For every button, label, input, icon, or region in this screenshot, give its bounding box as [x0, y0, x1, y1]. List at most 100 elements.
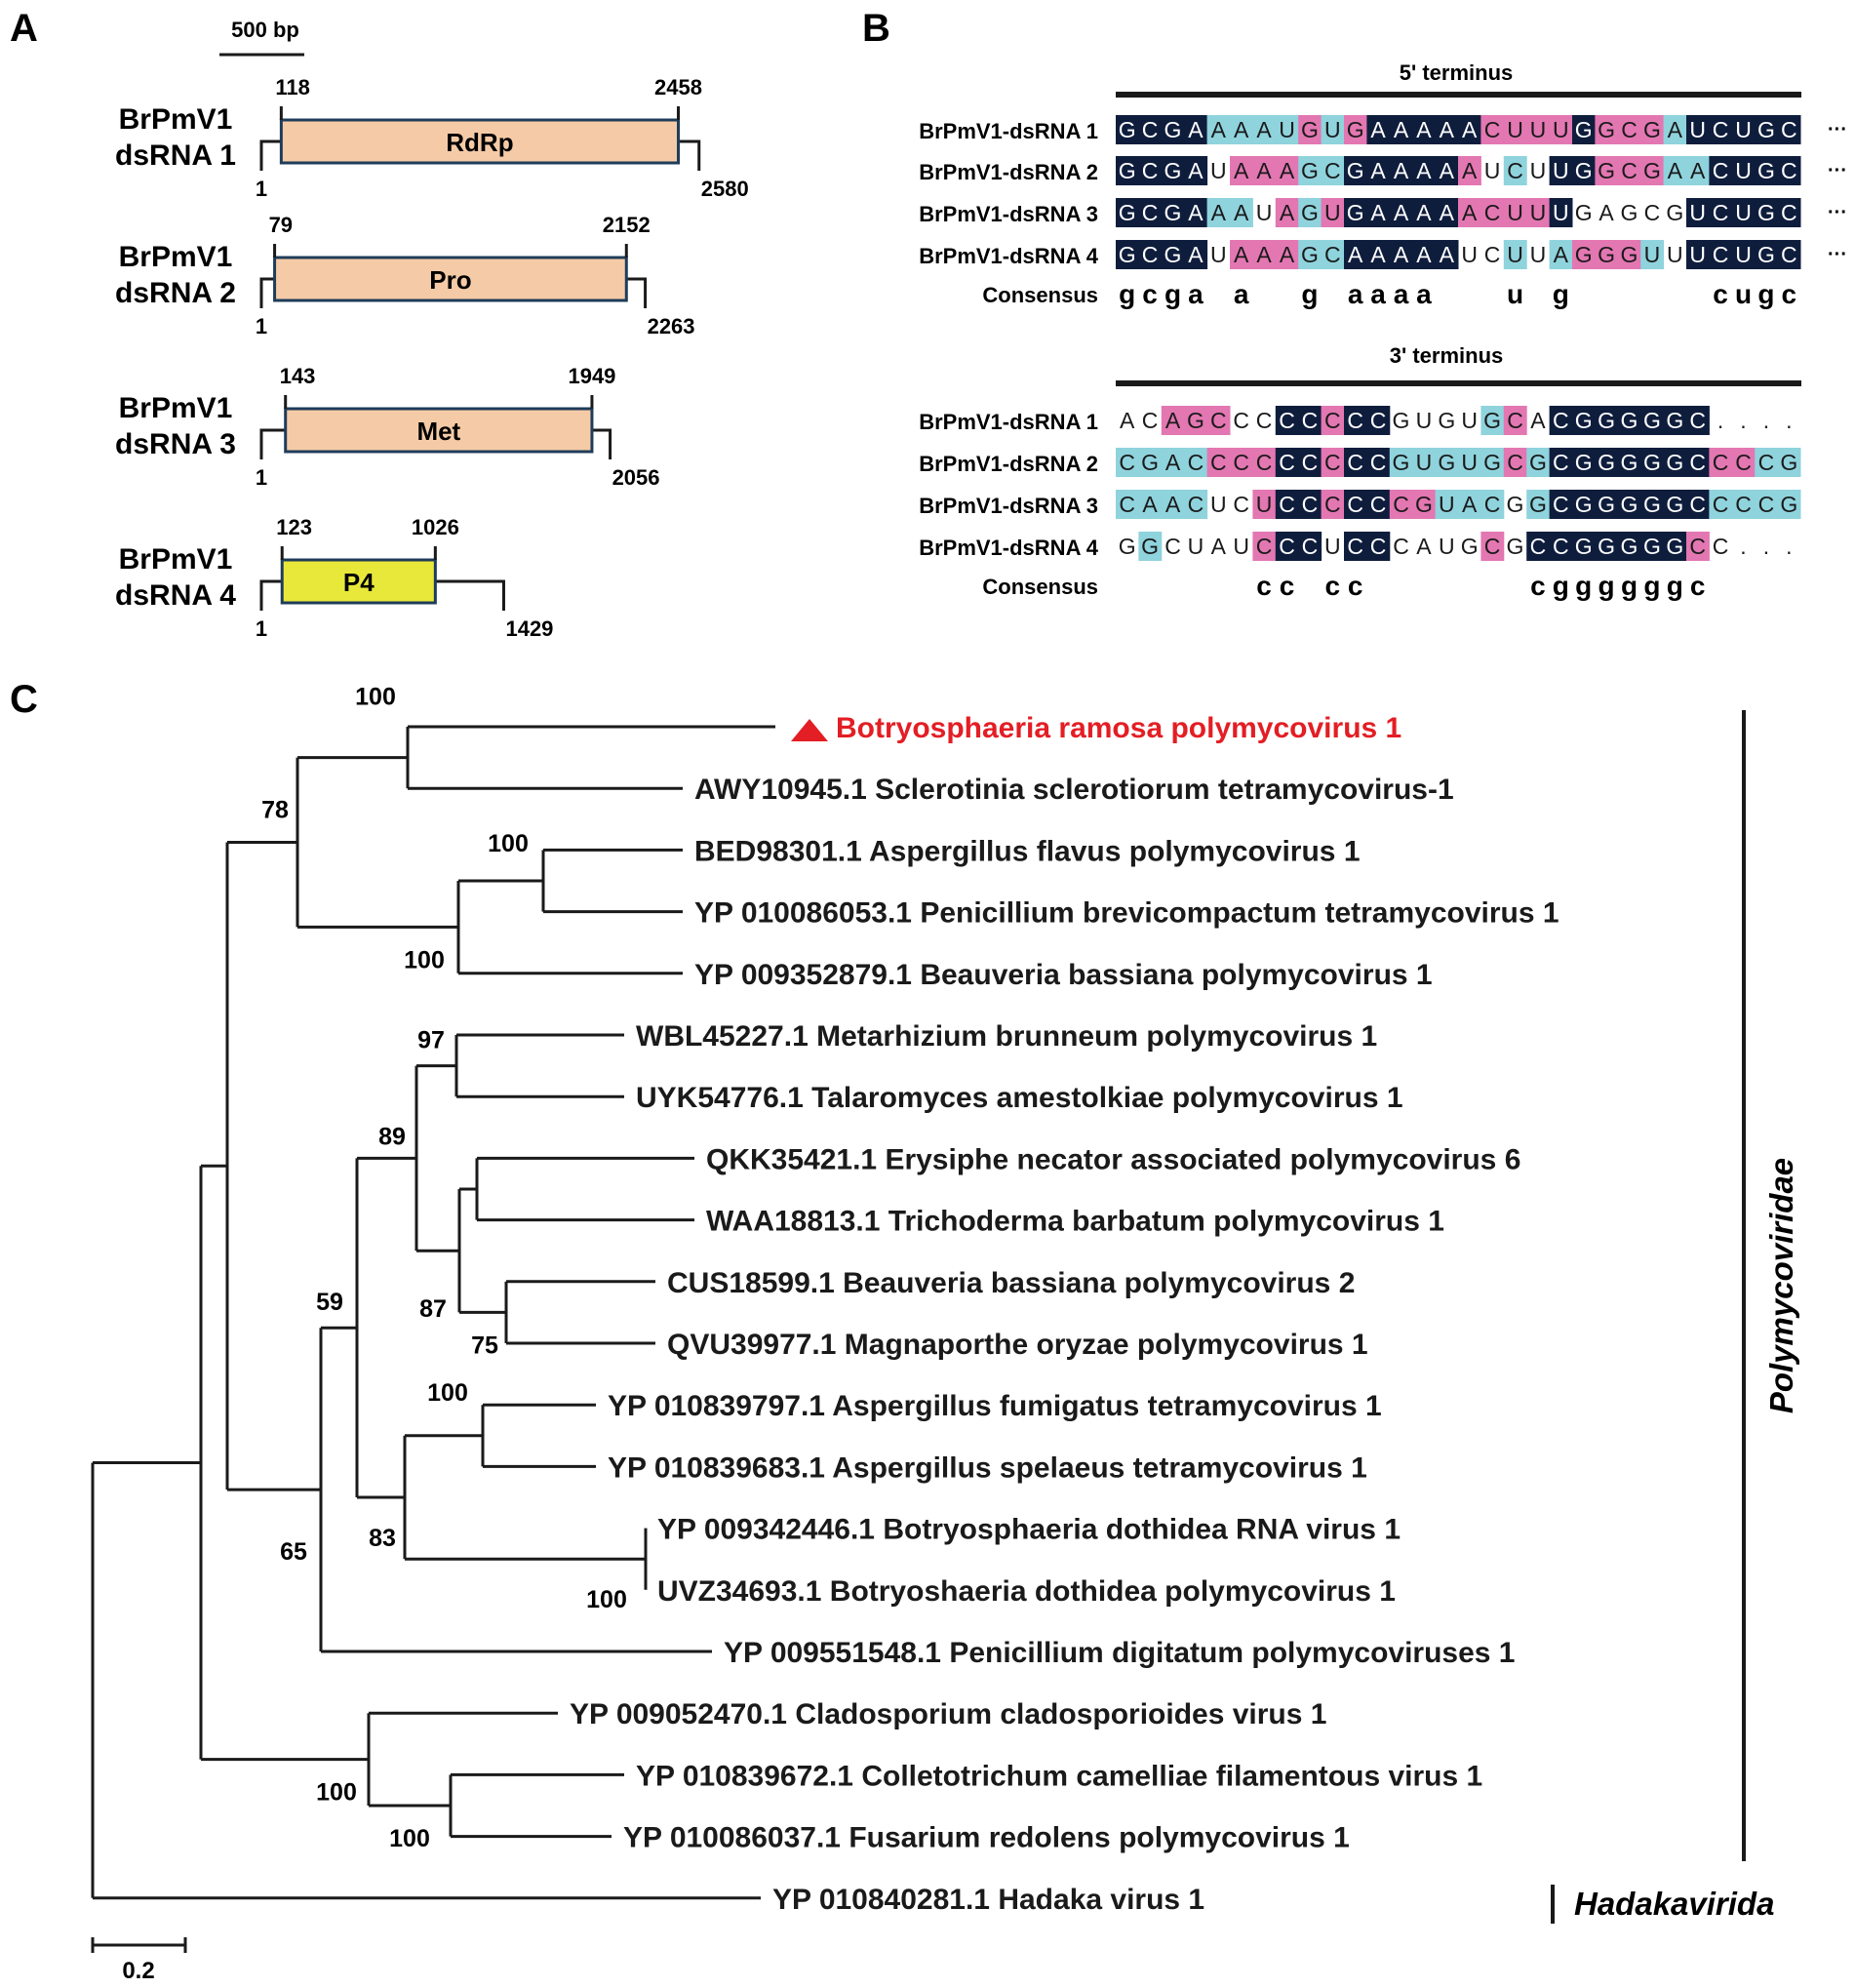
nucleotide: G: [1301, 242, 1319, 267]
alignment-cell: [1663, 156, 1687, 185]
sequence-name: BrPmV1-dsRNA 2: [919, 452, 1098, 476]
nucleotide: G: [1415, 492, 1433, 517]
nucleotide: A: [1462, 200, 1478, 225]
alignment-cell: [1412, 240, 1437, 269]
alignment-cell: [1549, 198, 1573, 227]
alignment-cell: [1640, 532, 1665, 561]
nucleotide: C: [1689, 534, 1706, 559]
segment-name-line2: dsRNA 2: [115, 277, 236, 309]
orf-box: [284, 407, 594, 454]
alignment-cell: [1344, 156, 1367, 185]
segment-name-line1: BrPmV1: [119, 241, 233, 273]
alignment-cell: [1161, 198, 1185, 227]
alignment-cell: [1298, 240, 1322, 269]
nucleotide: C: [1781, 200, 1797, 225]
alignment-cell: [1161, 448, 1185, 477]
nucleotide: A: [1120, 408, 1135, 433]
nucleotide: G: [1780, 450, 1797, 475]
nucleotide: G: [1643, 450, 1661, 475]
nucleotide: G: [1621, 408, 1638, 433]
alignment-cell: [1344, 490, 1367, 519]
nucleotide: C: [1507, 450, 1523, 475]
alignment-cell: [1617, 406, 1641, 435]
sequence-name: BrPmV1-dsRNA 1: [919, 119, 1098, 143]
alignment-cell: [1755, 490, 1779, 519]
consensus-base: c: [1530, 571, 1546, 601]
alignment-cell: [1275, 156, 1299, 185]
alignment-cell: [1458, 198, 1481, 227]
alignment-cell: [1549, 532, 1573, 561]
nucleotide: U: [1416, 450, 1433, 475]
nucleotide: C: [1370, 534, 1387, 559]
orf-start-label: 79: [269, 213, 293, 237]
tree-scale-label: 0.2: [122, 1958, 154, 1984]
alignment-cell: [1731, 240, 1756, 269]
consensus-base: g: [1621, 571, 1638, 601]
taxon-label: UYK54776.1 Talaromyces amestolkiae polym…: [636, 1082, 1403, 1114]
nucleotide: C: [1210, 408, 1227, 433]
alignment-cell: [1686, 156, 1710, 185]
alignment-cell: [1366, 240, 1391, 269]
nucleotide: C: [1713, 158, 1729, 183]
orf-start-label: 123: [276, 515, 312, 539]
alignment-cell: [1321, 156, 1345, 185]
nucleotide: U: [1461, 408, 1478, 433]
nucleotide: G: [1575, 200, 1593, 225]
nucleotide: C: [1302, 408, 1319, 433]
nucleotide: U: [1416, 408, 1433, 433]
orf-box: [280, 558, 437, 605]
alignment-cell: [1549, 156, 1573, 185]
segment-name-line2: dsRNA 3: [115, 428, 236, 460]
alignment-cell: [1663, 406, 1687, 435]
taxon-label: WBL45227.1 Metarhizium brunneum polymyco…: [636, 1020, 1377, 1053]
alignment-cell: [1686, 490, 1710, 519]
orf-protein-label: P4: [343, 568, 375, 597]
nucleotide: C: [1119, 492, 1135, 517]
nucleotide: A: [1668, 117, 1683, 142]
nucleotide: G: [1621, 534, 1638, 559]
consensus-base: c: [1782, 279, 1797, 309]
alignment-cell: [1116, 115, 1139, 144]
nucleotide: G: [1643, 117, 1661, 142]
nucleotide: G: [1461, 534, 1479, 559]
taxon-label: YP 009352879.1 Beauveria bassiana polymy…: [694, 959, 1433, 991]
alignment-cell: [1731, 156, 1756, 185]
taxon-label: AWY10945.1 Sclerotinia sclerotiorum tetr…: [694, 774, 1454, 806]
nucleotide: C: [1188, 492, 1204, 517]
alignment-cell: [1366, 532, 1391, 561]
alignment-cell: [1116, 490, 1139, 519]
alignment-cell: [1503, 115, 1527, 144]
nucleotide: U: [1188, 534, 1204, 559]
nucleotide: A: [1440, 242, 1455, 267]
nucleotide: G: [1529, 450, 1547, 475]
nucleotide: C: [1713, 534, 1729, 559]
alignment-cell: [1252, 532, 1277, 561]
taxon-label: YP 009551548.1 Penicillium digitatum pol…: [724, 1637, 1516, 1669]
alignment-cell: [1503, 198, 1527, 227]
nucleotide: A: [1188, 242, 1204, 267]
consensus-base: a: [1348, 279, 1363, 309]
alignment-cell: [1549, 448, 1573, 477]
nucleotide: G: [1666, 408, 1683, 433]
alignment-cell: [1161, 240, 1185, 269]
nucleotide: C: [1256, 408, 1273, 433]
nucleotide: C: [1713, 492, 1729, 517]
alignment-cell: [1344, 448, 1367, 477]
bootstrap-value: 59: [316, 1289, 343, 1316]
alignment-cell: [1298, 115, 1322, 144]
nucleotide: G: [1301, 158, 1319, 183]
nucleotide: A: [1370, 158, 1386, 183]
alignment-cell: [1480, 198, 1505, 227]
taxon-label: YP 010086053.1 Penicillium brevicompactu…: [694, 897, 1559, 930]
alignment-cell: [1686, 532, 1710, 561]
alignment-cell: [1252, 240, 1277, 269]
nucleotide: G: [1119, 117, 1136, 142]
nucleotide: U: [1439, 534, 1455, 559]
nucleotide: A: [1394, 200, 1409, 225]
nucleotide: C: [1484, 117, 1501, 142]
nucleotide: C: [1119, 450, 1135, 475]
nucleotide: C: [1713, 242, 1729, 267]
bootstrap-value: 100: [427, 1379, 468, 1407]
nucleotide: C: [1233, 450, 1249, 475]
